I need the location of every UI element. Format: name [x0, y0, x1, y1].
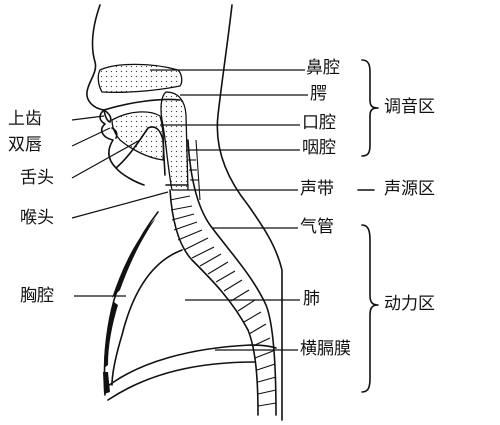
lips-label: 双唇 [8, 135, 42, 155]
right-leader-lines [150, 69, 308, 351]
lung-outline [111, 249, 183, 386]
nasal-cavity-shape [97, 63, 183, 93]
larynx-label: 喉头 [20, 208, 54, 228]
body-bottom-line [107, 361, 256, 401]
diaphragm-label: 横膈膜 [300, 339, 351, 359]
power-area-label: 动力区 [384, 294, 435, 314]
lungs-label: 肺 [303, 289, 320, 309]
lower-teeth-shape [111, 127, 118, 139]
upper-teeth-label: 上齿 [8, 109, 42, 129]
pharynx-shape [160, 91, 189, 191]
oral-cavity-label: 口腔 [302, 113, 336, 133]
face-profile [86, 4, 145, 186]
articulation-bracket [361, 59, 379, 157]
diaphragm-shape [107, 344, 277, 387]
tongue-shape [115, 126, 166, 176]
oral-cavity-shape [111, 111, 165, 161]
power-bracket [361, 224, 379, 393]
sound-source-area-label: 声源区 [384, 179, 435, 199]
pharynx-label: 咽腔 [302, 138, 336, 158]
palate-label: 腭 [310, 84, 327, 104]
articulation-area-label: 调音区 [384, 97, 435, 117]
left-leader-lines [71, 115, 169, 297]
nasal-cavity-label: 鼻腔 [306, 58, 340, 78]
chest-wall [103, 211, 159, 396]
vertebra-ticks [169, 159, 277, 407]
neck-back-line [216, 4, 283, 421]
trachea-label: 气管 [300, 217, 334, 237]
vocal-cords-label: 声带 [300, 179, 334, 199]
chest-cavity-label: 胸腔 [20, 286, 54, 306]
upper-teeth-shape [103, 109, 112, 123]
tongue-label: 舌头 [20, 168, 54, 188]
